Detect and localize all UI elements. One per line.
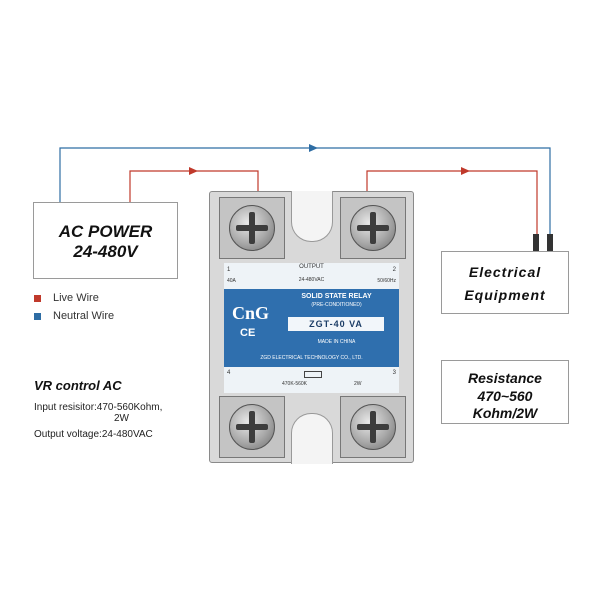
- relay-subtitle: (PRE-CONDITIONED): [311, 302, 362, 308]
- legend-neutral-label: Neutral Wire: [53, 310, 115, 322]
- resistance-line2: 470~560: [477, 388, 533, 404]
- bottom-left-num: 4: [227, 370, 231, 376]
- legend-live-label: Live Wire: [53, 292, 99, 304]
- top-left-amp: 40A: [227, 278, 236, 284]
- neutral-wire-arrow: [309, 144, 318, 152]
- electrical-equipment-box: Electrical Equipment: [441, 251, 569, 314]
- equipment-line2: Equipment: [464, 287, 546, 303]
- screw-terminal-4: [229, 404, 275, 450]
- neutral-wire-swatch: [34, 312, 41, 320]
- top-right-num: 2: [392, 267, 396, 273]
- relay-bottom-notch: [291, 413, 333, 464]
- ac-power-title: AC POWER: [58, 222, 153, 241]
- control-input-line2: 2W: [114, 413, 129, 424]
- model-box: ZGT-40 VA: [288, 317, 384, 331]
- relay-top-notch: [291, 191, 333, 242]
- ce-mark: CE: [240, 327, 256, 339]
- equipment-line1: Electrical: [468, 264, 542, 280]
- relay-title: SOLID STATE RELAY: [301, 293, 372, 300]
- output-label: OUTPUT: [299, 264, 324, 270]
- plug-prong-right: [547, 234, 553, 252]
- resistance-line1: Resistance: [468, 370, 542, 386]
- ac-power-box: AC POWER 24-480V: [33, 202, 178, 279]
- company-name: ZGD ELECTRICAL TECHNOLOGY CO., LTD.: [260, 355, 363, 361]
- resistor-symbol: [304, 371, 322, 378]
- resistance-box: Resistance 470~560 Kohm/2W: [441, 360, 569, 424]
- control-output: Output voltage:24-480VAC: [34, 429, 153, 440]
- live-wire-out: [366, 170, 538, 248]
- relay-blue-label: SOLID STATE RELAY (PRE-CONDITIONED) CnG …: [224, 289, 399, 367]
- live-wire-swatch: [34, 294, 41, 302]
- plug-prong-left: [533, 234, 539, 252]
- resistance-line3: Kohm/2W: [472, 405, 538, 421]
- model-number: ZGT-40 VA: [309, 319, 363, 329]
- bottom-right-text: 2W: [354, 381, 362, 387]
- relay-bottom-label: 4 3 470K-560K 2W: [224, 367, 399, 393]
- bottom-right-num: 3: [392, 370, 396, 376]
- relay-top-label: OUTPUT 1 2 24-480VAC 40A 50/60Hz: [224, 263, 399, 290]
- neutral-wire: [59, 147, 551, 248]
- screw-terminal-3: [350, 404, 396, 450]
- brand-logo: CnG: [232, 303, 270, 323]
- screw-terminal-2: [350, 205, 396, 251]
- control-input-line1: Input resisitor:470-560Kohm,: [34, 402, 163, 413]
- legend-neutral: Neutral Wire: [34, 310, 114, 322]
- bottom-left-text: 470K-560K: [282, 381, 308, 387]
- ac-power-voltage: 24-480V: [73, 242, 138, 261]
- live-wire-in-arrow: [189, 167, 198, 175]
- top-left-num: 1: [227, 267, 231, 273]
- top-small-voltage: 24-480VAC: [298, 277, 325, 283]
- made-in: MADE IN CHINA: [317, 339, 356, 345]
- live-wire-out-arrow: [461, 167, 470, 175]
- control-title: VR control AC: [34, 378, 122, 393]
- screw-terminal-1: [229, 205, 275, 251]
- legend-live: Live Wire: [34, 292, 99, 304]
- top-right-freq: 50/60Hz: [377, 278, 396, 284]
- solid-state-relay: OUTPUT 1 2 24-480VAC 40A 50/60Hz SOLID S…: [209, 191, 414, 464]
